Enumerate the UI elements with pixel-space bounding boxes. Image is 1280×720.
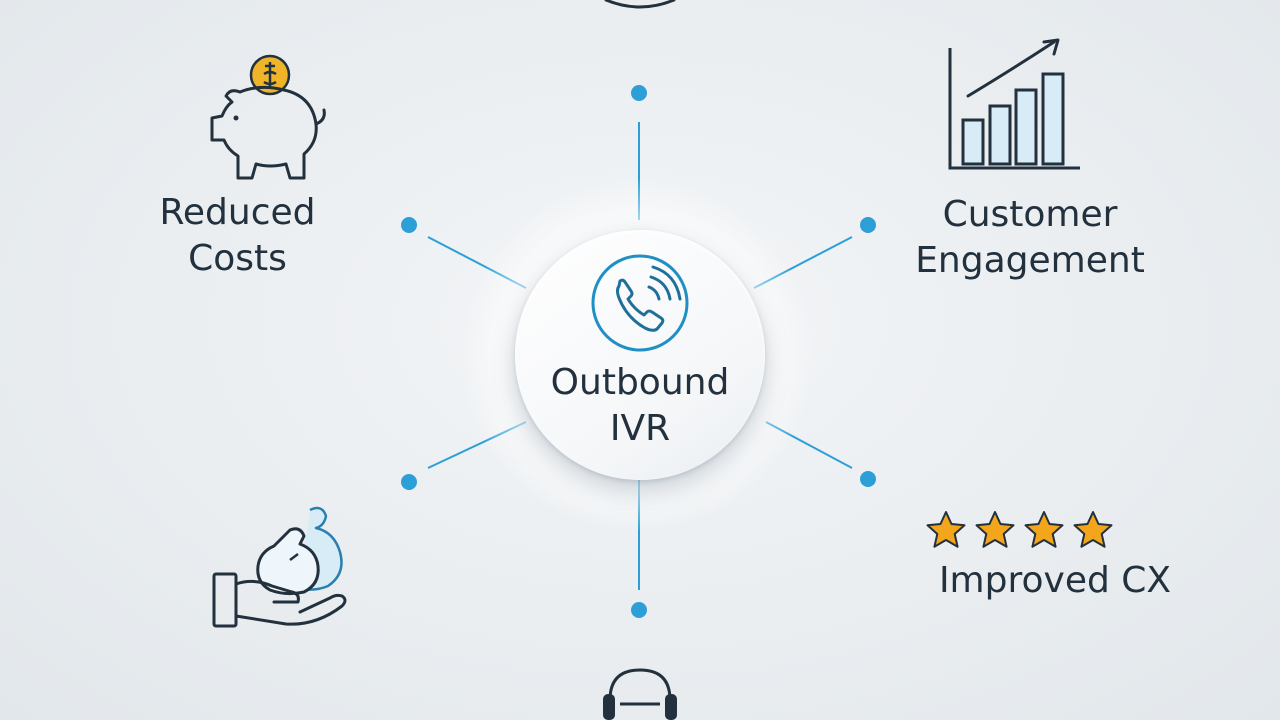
benefit-reduced-costs-line1: Reduced	[159, 192, 316, 233]
center-title-line2: IVR	[609, 408, 671, 449]
benefit-improved-cx-line1: Improved CX	[938, 560, 1172, 601]
center-title: Outbound IVR	[515, 360, 765, 452]
benefit-customer-engagement-label: Customer Engagement	[895, 192, 1165, 284]
benefit-customer-engagement-line1: Customer	[942, 194, 1118, 235]
benefit-improved-cx-label: Improved CX	[915, 558, 1195, 604]
connector-dot-top-left	[401, 217, 417, 233]
connector-dot-bottom-right	[860, 471, 876, 487]
benefit-customer-engagement-line2: Engagement	[915, 240, 1145, 281]
connector-dot-top	[631, 85, 647, 101]
connector-dot-bottom	[631, 602, 647, 618]
benefit-reduced-costs-line2: Costs	[188, 238, 287, 279]
benefit-reduced-costs-label: Reduced Costs	[130, 190, 345, 282]
connector-dot-bottom-left	[401, 474, 417, 490]
center-title-line1: Outbound	[550, 362, 730, 403]
connector-dot-top-right	[860, 217, 876, 233]
